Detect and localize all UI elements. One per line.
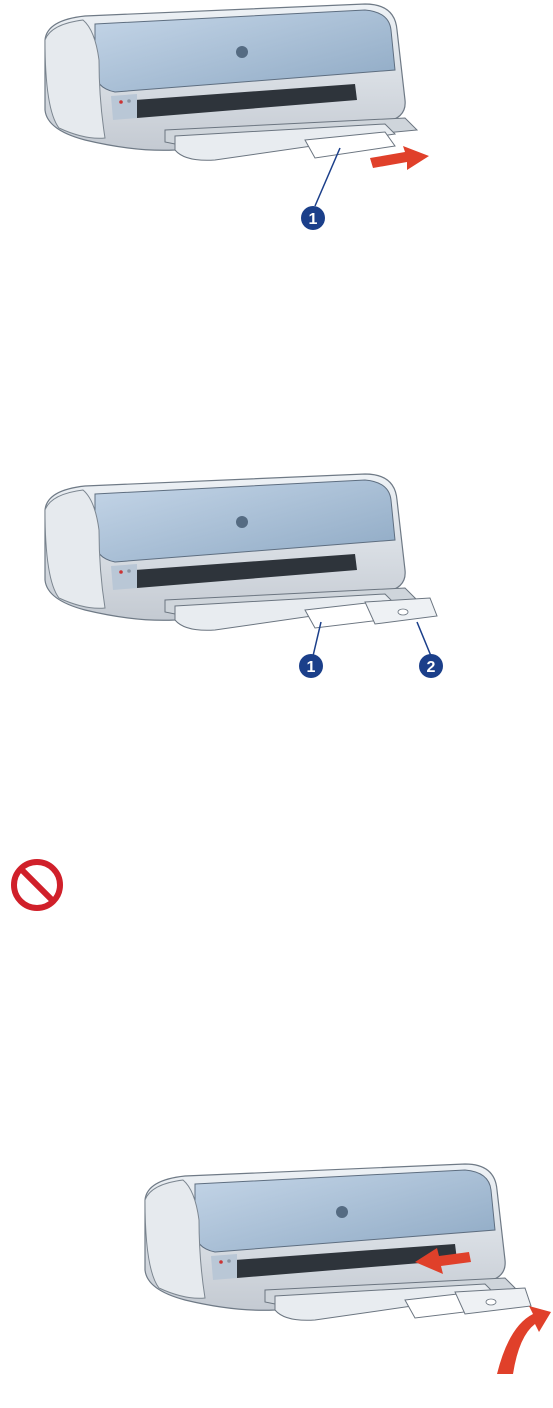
figure-printer-retract-tray	[125, 1160, 553, 1408]
svg-text:2: 2	[427, 659, 436, 676]
svg-text:1: 1	[309, 211, 318, 228]
printer-illustration: 1	[25, 0, 445, 240]
callout-2: 2	[419, 654, 443, 678]
printer-illustration: 1 2	[25, 470, 465, 720]
callout-1: 1	[299, 654, 323, 678]
printer-illustration	[125, 1160, 553, 1408]
pull-arrow-icon	[370, 146, 429, 170]
svg-text:1: 1	[307, 659, 316, 676]
figure-printer-tray-callouts: 1 2	[25, 470, 465, 720]
prohibition-icon	[8, 856, 66, 914]
callout-1: 1	[301, 206, 325, 230]
lift-arrow-icon	[497, 1306, 551, 1374]
figure-printer-extend-tray: 1	[25, 0, 445, 240]
